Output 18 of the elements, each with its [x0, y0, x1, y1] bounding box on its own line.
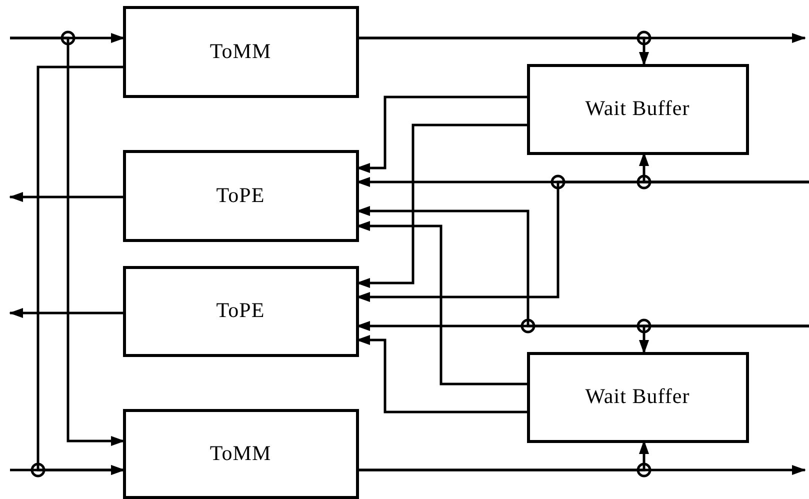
box-label: ToMM: [210, 38, 272, 65]
arrow: [10, 465, 125, 475]
process-box: [122, 408, 358, 498]
box-label: Wait Buffer: [585, 95, 690, 122]
process-box: [122, 150, 358, 242]
arrow: [9, 308, 124, 318]
box-label: ToPE: [216, 182, 265, 209]
arrow: [357, 36, 649, 66]
box-label: Wait Buffer: [585, 383, 690, 410]
box-label: ToMM: [210, 440, 272, 467]
process-box: [526, 352, 748, 442]
process-box: [526, 64, 748, 154]
arrow: [357, 440, 649, 472]
process-box: [122, 6, 358, 98]
process-box: [122, 266, 358, 356]
arrow: [9, 192, 124, 202]
box-label: ToPE: [216, 297, 265, 324]
arrow: [10, 36, 125, 446]
